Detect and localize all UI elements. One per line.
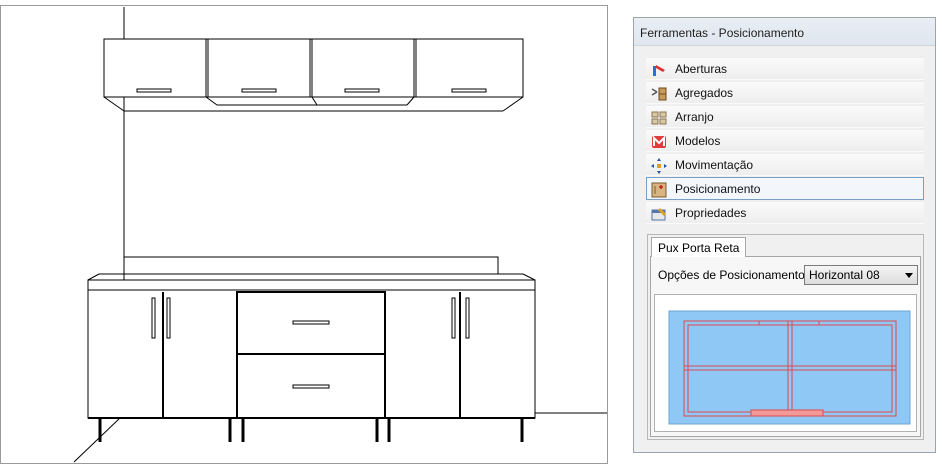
tool-item-aberturas[interactable]: Aberturas xyxy=(646,57,924,80)
tab-pux-porta-reta[interactable]: Pux Porta Reta xyxy=(651,237,747,257)
aberturas-icon xyxy=(653,65,665,76)
tool-label: Modelos xyxy=(675,134,721,148)
positioning-select-value: Horizontal 08 xyxy=(809,268,880,282)
tool-item-arranjo[interactable]: Arranjo xyxy=(646,105,924,128)
positioning-select[interactable]: Horizontal 08 xyxy=(804,265,918,285)
tool-item-propriedades[interactable]: Propriedades xyxy=(646,201,924,224)
propriedades-icon xyxy=(651,208,666,221)
tool-item-movimentacao[interactable]: Movimentação xyxy=(646,153,924,176)
tools-panel: Ferramentas - Posicionamento Aberturas A… xyxy=(633,17,936,453)
arranjo-icon xyxy=(651,111,667,125)
posicionamento-icon xyxy=(651,182,667,198)
panel-title: Ferramentas - Posicionamento xyxy=(634,18,935,46)
lower-cabinets xyxy=(87,289,536,419)
tool-label: Arranjo xyxy=(675,110,714,124)
tool-item-posicionamento[interactable]: Posicionamento xyxy=(646,177,924,200)
tool-item-agregados[interactable]: Agregados xyxy=(646,81,924,104)
handle-marker xyxy=(750,409,824,417)
tool-label: Movimentação xyxy=(675,158,754,172)
chevron-down-icon xyxy=(905,273,913,278)
options-label: Opções de Posicionamento xyxy=(658,268,805,282)
agregados-icon xyxy=(651,87,667,101)
positioning-preview-drawing[interactable] xyxy=(655,295,916,431)
tool-label: Aberturas xyxy=(675,62,728,76)
tool-label: Agregados xyxy=(675,86,734,100)
tool-item-modelos[interactable]: Modelos xyxy=(646,129,924,152)
movimentacao-icon xyxy=(651,158,667,174)
upper-cabinets xyxy=(103,38,524,112)
tool-label: Posicionamento xyxy=(675,182,761,196)
kitchen-cabinet-drawing xyxy=(73,7,607,463)
tool-label: Propriedades xyxy=(675,206,747,220)
modelos-icon xyxy=(652,135,666,148)
tab-container: Pux Porta Reta Opções de Posicionamento … xyxy=(647,234,924,440)
tab-content: Opções de Posicionamento Horizontal 08 xyxy=(650,256,921,437)
positioning-preview xyxy=(654,294,917,432)
model-viewport[interactable] xyxy=(0,5,608,464)
